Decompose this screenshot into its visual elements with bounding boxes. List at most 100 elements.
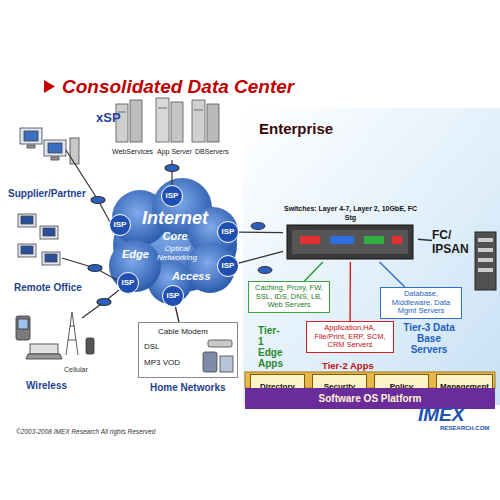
xsp-link (165, 160, 179, 185)
node-text: Caching, Proxy, FW, SSL, IDS, DNS, LB, W… (252, 284, 326, 310)
node-text: Software OS Platform (319, 391, 422, 407)
home-devices (139, 323, 237, 377)
node-text: ISP (163, 286, 183, 306)
network-link (239, 231, 283, 233)
wireless-devices (86, 338, 94, 354)
xsp-link (171, 160, 172, 185)
node-text: Application,HA, File/Print, ERP, SCM, CR… (310, 324, 390, 350)
node-text: Home Networks (150, 382, 226, 393)
remote-office-computers (18, 214, 36, 227)
supplier-computers (27, 145, 35, 148)
switch-rack (300, 236, 320, 244)
switch-rack (392, 236, 402, 244)
supplier-link (66, 150, 110, 222)
tier-label: Tier-1 Edge Apps (258, 325, 283, 369)
network-link (175, 307, 178, 322)
storage-array (478, 238, 493, 242)
wireless-link (82, 290, 119, 318)
tier-label: Tier-2 Apps (322, 360, 374, 371)
network-link (349, 262, 351, 321)
remote-office-computers (43, 228, 55, 236)
title-marker (44, 80, 55, 93)
switch-rack (287, 225, 413, 259)
tier3-box: Database, Middleware, Data Mgmt Servers (380, 287, 462, 319)
xsp-servers (171, 102, 183, 142)
remote-office-computers (45, 254, 57, 262)
supplier-computers (24, 131, 38, 141)
logo-text: IMEX (418, 404, 464, 425)
remote-office-computers (18, 244, 36, 257)
remote-office-computers (21, 216, 33, 224)
enterprise-routers (251, 223, 272, 274)
node-text: Optical Networking (152, 244, 202, 262)
switch-rack (330, 236, 354, 244)
node-text: Cable Modem (158, 327, 208, 336)
xsp-link (165, 165, 179, 172)
remote-office-computers (40, 226, 58, 239)
supplier-computers (51, 157, 59, 160)
node-text: ISP (118, 273, 138, 293)
remote-office-link (88, 265, 102, 272)
supplier-link (91, 197, 105, 204)
node-text: ISP (162, 186, 182, 206)
supplier-computers (44, 140, 66, 156)
node-text: Edge (122, 248, 149, 261)
wireless-devices (72, 312, 78, 355)
isp-circle: ISP (109, 214, 131, 236)
home-devices (203, 352, 217, 372)
home-devices (139, 323, 237, 377)
site-label: Cellular (64, 366, 88, 373)
supplier-computers (20, 128, 42, 144)
wireless-devices (30, 344, 58, 354)
node-text: ISP (218, 256, 238, 276)
isp-circle: ISP (162, 285, 184, 307)
enterprise-panel (243, 108, 500, 405)
remote-office-link (62, 258, 117, 280)
network-link (304, 262, 322, 281)
storage-array (478, 248, 493, 252)
node-text: Enterprise (259, 120, 333, 137)
wireless-link (97, 299, 111, 306)
node-text: ISP (110, 215, 130, 235)
home-network: Cable ModemDSL MP3 VOD Home Networks (138, 322, 238, 402)
storage-array (478, 268, 493, 272)
server-label: DBServers (195, 148, 229, 155)
remote-office-link (62, 258, 117, 280)
node-text: DSL (144, 342, 160, 351)
isp-circle: ISP (117, 272, 139, 294)
diagram-title: Consolidated Data Center (62, 76, 294, 98)
node-text: Access (172, 270, 211, 283)
network-link (239, 251, 283, 263)
server-label: App Server (157, 148, 192, 155)
logo-text: RESEARCH.COM (440, 425, 489, 431)
xsp-servers (192, 100, 205, 142)
wireless-devices (26, 354, 62, 359)
supplier-computers (70, 138, 79, 164)
xsp-servers (116, 98, 219, 142)
switch-rack-node: Switches: Layer 4-7, Layer 2, 10GbE, FC … (283, 205, 418, 262)
isp-circle: ISP (217, 255, 239, 277)
isp-circle: ISP (217, 221, 239, 243)
wireless-devices (16, 312, 94, 359)
wireless-link (82, 290, 119, 318)
storage-array (478, 258, 493, 262)
node-text: FC/ IPSAN (432, 228, 469, 256)
home-devices (220, 356, 233, 372)
storage-array (475, 232, 496, 290)
wireless-devices (70, 326, 75, 327)
wireless-devices (68, 340, 76, 341)
site-label: Supplier/Partner (8, 188, 86, 199)
site-label: Remote Office (14, 282, 82, 293)
copyright-note: ©2003-2008 IMEX Research All rights Rese… (16, 428, 155, 435)
storage-array (475, 232, 496, 290)
xsp-servers (207, 104, 219, 142)
wireless-devices (16, 316, 30, 340)
xsp-servers (156, 98, 169, 142)
tier2-box: Application,HA, File/Print, ERP, SCM, CR… (306, 321, 394, 353)
switch-rack (287, 225, 413, 259)
enterprise-routers (258, 267, 272, 274)
isp-circle: ISP (161, 185, 183, 207)
node-text: MP3 VOD (144, 358, 180, 367)
tier-label: Tier-3 Data Base Servers (400, 322, 458, 355)
